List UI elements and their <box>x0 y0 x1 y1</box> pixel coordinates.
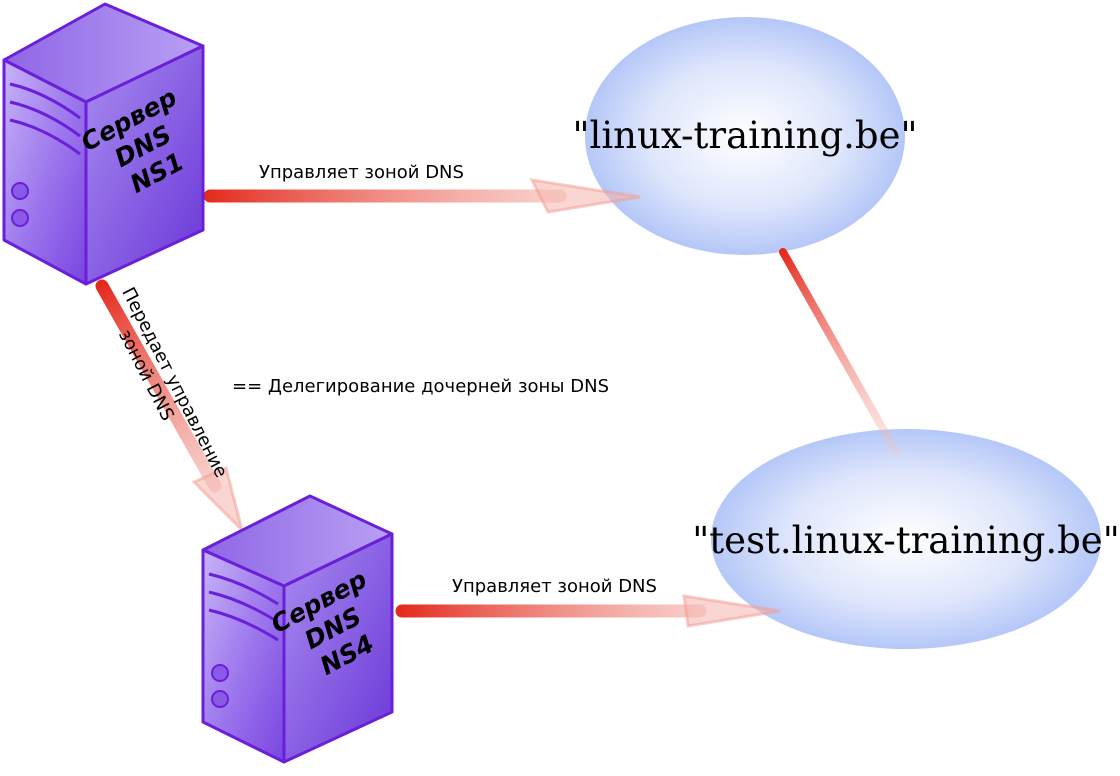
arrow-ns1-manages-zone <box>203 178 641 214</box>
server-led <box>11 209 29 227</box>
label-manages-ns1: Управляет зоной DNS <box>259 162 464 183</box>
arrow-head <box>191 465 245 535</box>
server-front <box>201 548 286 764</box>
arrow-delegation <box>95 279 245 535</box>
zone-linux-training: "linux-training.be" <box>572 17 918 255</box>
zone-label: "test.linux-training.be" <box>692 519 1119 562</box>
server-side <box>282 532 394 764</box>
arrow-head <box>682 594 781 628</box>
server-side <box>84 44 205 286</box>
zone-ellipse <box>711 429 1101 649</box>
arrow-ns4-manages-zone <box>395 594 781 628</box>
server-ns4: Сервер DNS NS4 <box>201 494 394 764</box>
label-manages-ns4: Управляет зоной DNS <box>452 576 657 597</box>
label-delegates-line1: Передает управление <box>117 284 231 481</box>
server-led <box>211 690 229 708</box>
server-ns1: Сервер DNS NS1 <box>2 2 205 286</box>
zone-label: "linux-training.be" <box>572 114 917 157</box>
arrow-head <box>529 178 641 214</box>
zone-link-line <box>779 248 900 456</box>
zone-test-linux-training: "test.linux-training.be" <box>692 429 1120 649</box>
server-led <box>211 664 229 682</box>
label-delegation-note: == Делегирование дочерней зоны DNS <box>232 376 609 397</box>
zone-ellipse <box>585 17 905 255</box>
server-led <box>11 182 29 200</box>
